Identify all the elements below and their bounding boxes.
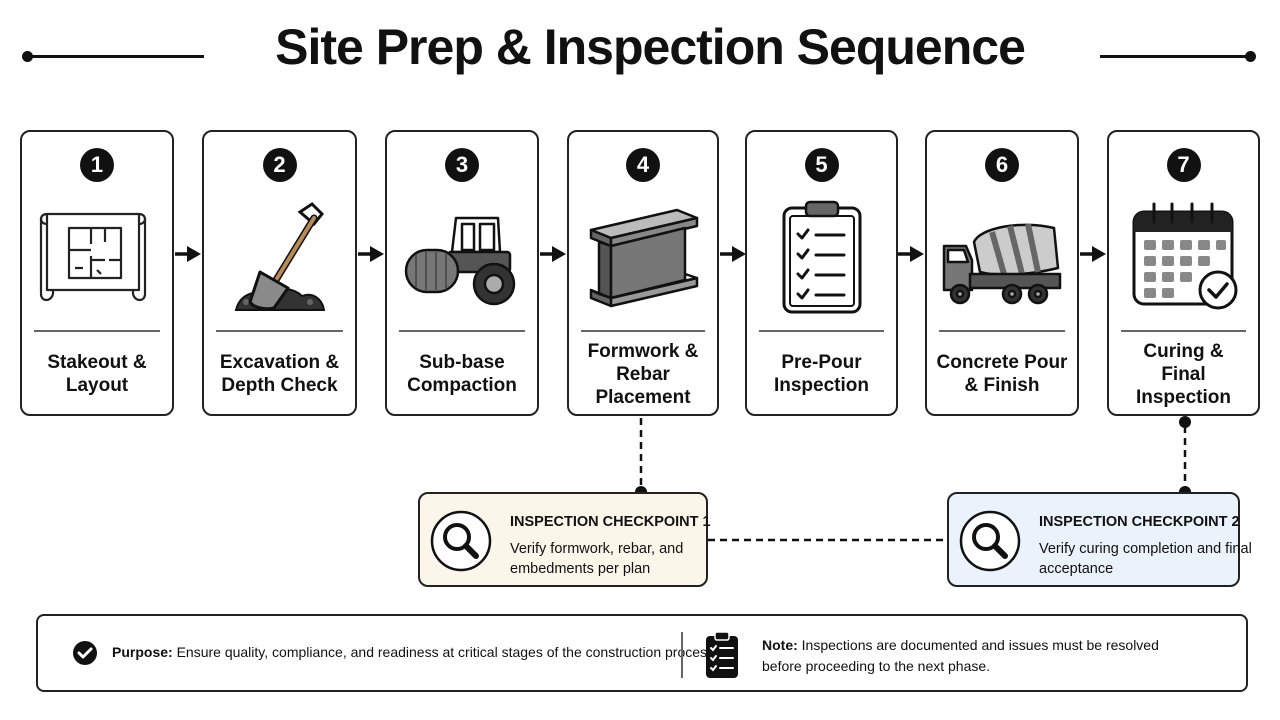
step-7-card: 7 Curing & Final Inspection xyxy=(1107,130,1260,416)
checkpoint-title: INSPECTION CHECKPOINT 2 xyxy=(1039,514,1240,530)
step-divider xyxy=(759,330,884,332)
magnifier-icon xyxy=(959,510,1021,572)
step-5-card: 5 Pre-Pour Inspection xyxy=(745,130,898,416)
step-4-card: 4 Formwork & Rebar Placement xyxy=(567,130,719,416)
purpose-label: Purpose: xyxy=(112,644,173,660)
note-body: Inspections are documented and issues mu… xyxy=(762,637,1159,674)
checkpoint-description: Verify formwork, rebar, and embedments p… xyxy=(510,541,684,577)
step-3-card: 3 Sub-base Compaction xyxy=(385,130,539,416)
checkpoint-title: INSPECTION CHECKPOINT 1 xyxy=(510,514,711,530)
footer-panel: Purpose: Ensure quality, compliance, and… xyxy=(36,614,1248,692)
concrete-mixer-truck-icon xyxy=(942,223,1062,305)
clipboard-checklist-icon xyxy=(782,200,861,314)
title-rule-dot-right xyxy=(1245,51,1256,62)
step-number-badge: 6 xyxy=(985,148,1019,182)
arrow-right-icon xyxy=(898,246,924,262)
step-label: Pre-Pour Inspection xyxy=(773,352,869,396)
step-divider xyxy=(34,330,160,332)
blueprint-icon xyxy=(39,212,147,302)
check-circle-icon xyxy=(73,641,97,665)
page-title: Site Prep & Inspection Sequence xyxy=(275,19,1026,75)
arrow-right-icon xyxy=(1080,246,1106,262)
inspection-checkpoint-1: INSPECTION CHECKPOINT 1 Verify formwork,… xyxy=(418,492,711,587)
checkpoint-description: Verify curing completion and final accep… xyxy=(1039,541,1252,577)
purpose-body: Ensure quality, compliance, and readines… xyxy=(172,644,718,660)
step-divider xyxy=(399,330,525,332)
step-label: Sub-base Compaction xyxy=(407,352,517,396)
step-label: Excavation & Depth Check xyxy=(219,352,340,396)
title-rule-right xyxy=(1100,55,1250,58)
purpose-text: Purpose: Ensure quality, compliance, and… xyxy=(112,644,718,660)
arrow-right-icon xyxy=(720,246,746,262)
step-divider xyxy=(939,330,1065,332)
shovel-icon xyxy=(234,202,325,311)
arrow-right-icon xyxy=(175,246,201,262)
step-divider xyxy=(581,330,705,332)
step-number-badge: 5 xyxy=(804,148,839,182)
step-label: Curing & Final Inspection xyxy=(1135,340,1231,408)
note-label: Note: xyxy=(762,637,798,653)
step-label: Concrete Pour & Finish xyxy=(936,352,1068,396)
magnifier-icon xyxy=(430,510,492,572)
step-divider xyxy=(216,330,343,332)
title-rule-left xyxy=(26,55,204,58)
step-number-badge: 7 xyxy=(1166,148,1201,182)
title-bar: Site Prep & Inspection Sequence xyxy=(0,0,1280,110)
step-divider xyxy=(1121,330,1246,332)
steel-beam-icon xyxy=(589,208,699,308)
step-number-badge: 1 xyxy=(80,148,114,182)
step-label: Formwork & Rebar Placement xyxy=(587,340,699,408)
step-number-badge: 2 xyxy=(262,148,297,182)
step-6-card: 6 Concrete Pour & Finish xyxy=(925,130,1079,416)
step-1-card: 1 Stakeout & Layout xyxy=(20,130,174,416)
step-2-card: 2 Excavation & Depth Check xyxy=(202,130,357,416)
step-number-badge: 4 xyxy=(626,148,660,182)
roller-compactor-icon xyxy=(404,216,516,306)
clipboard-checklist-icon xyxy=(706,631,738,678)
title-rule-dot-left xyxy=(22,51,33,62)
note-text: Note: Inspections are documented and iss… xyxy=(762,635,1202,677)
step-number-badge: 3 xyxy=(445,148,479,182)
inspection-checkpoint-2: INSPECTION CHECKPOINT 2 Verify curing co… xyxy=(947,492,1252,587)
step-label: Stakeout & Layout xyxy=(47,352,147,396)
footer-divider xyxy=(681,632,683,678)
arrow-right-icon xyxy=(358,246,384,262)
calendar-check-icon xyxy=(1132,202,1237,310)
arrow-right-icon xyxy=(540,246,566,262)
